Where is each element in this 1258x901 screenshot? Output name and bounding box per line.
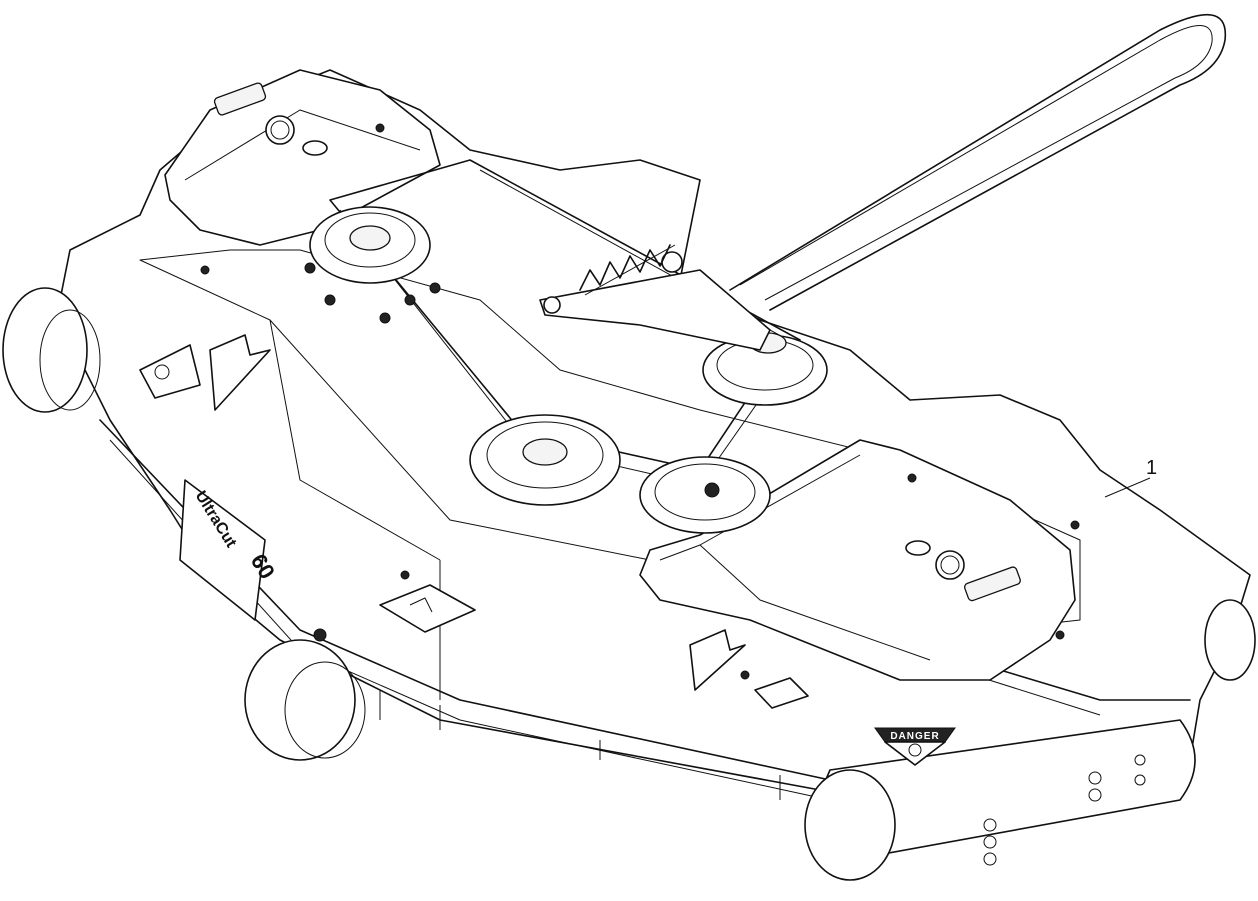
left-belt-cover <box>164 69 441 246</box>
mounting-bracket-left <box>209 334 271 411</box>
right-roller <box>1204 599 1256 681</box>
front-left-roller <box>2 287 101 413</box>
idler-pulley <box>639 456 771 534</box>
callout-1: 1 <box>1104 457 1157 498</box>
mounting-bracket-center <box>689 629 746 691</box>
height-adjust-holes <box>983 754 1146 866</box>
rear-right-roller <box>804 719 1196 881</box>
pulley-left <box>309 206 431 284</box>
callout-label: 1 <box>1146 457 1157 479</box>
warning-decal-left <box>139 344 201 399</box>
label-decal <box>379 584 809 709</box>
front-center-roller <box>244 639 366 761</box>
pulley-center <box>469 414 621 506</box>
warning-decal-text: DANGER <box>890 731 939 742</box>
tension-spring <box>579 244 676 296</box>
warning-decal-front: DANGER <box>874 727 956 766</box>
lift-handle <box>729 13 1227 311</box>
right-belt-cover <box>639 439 1076 681</box>
fasteners <box>200 262 1080 680</box>
